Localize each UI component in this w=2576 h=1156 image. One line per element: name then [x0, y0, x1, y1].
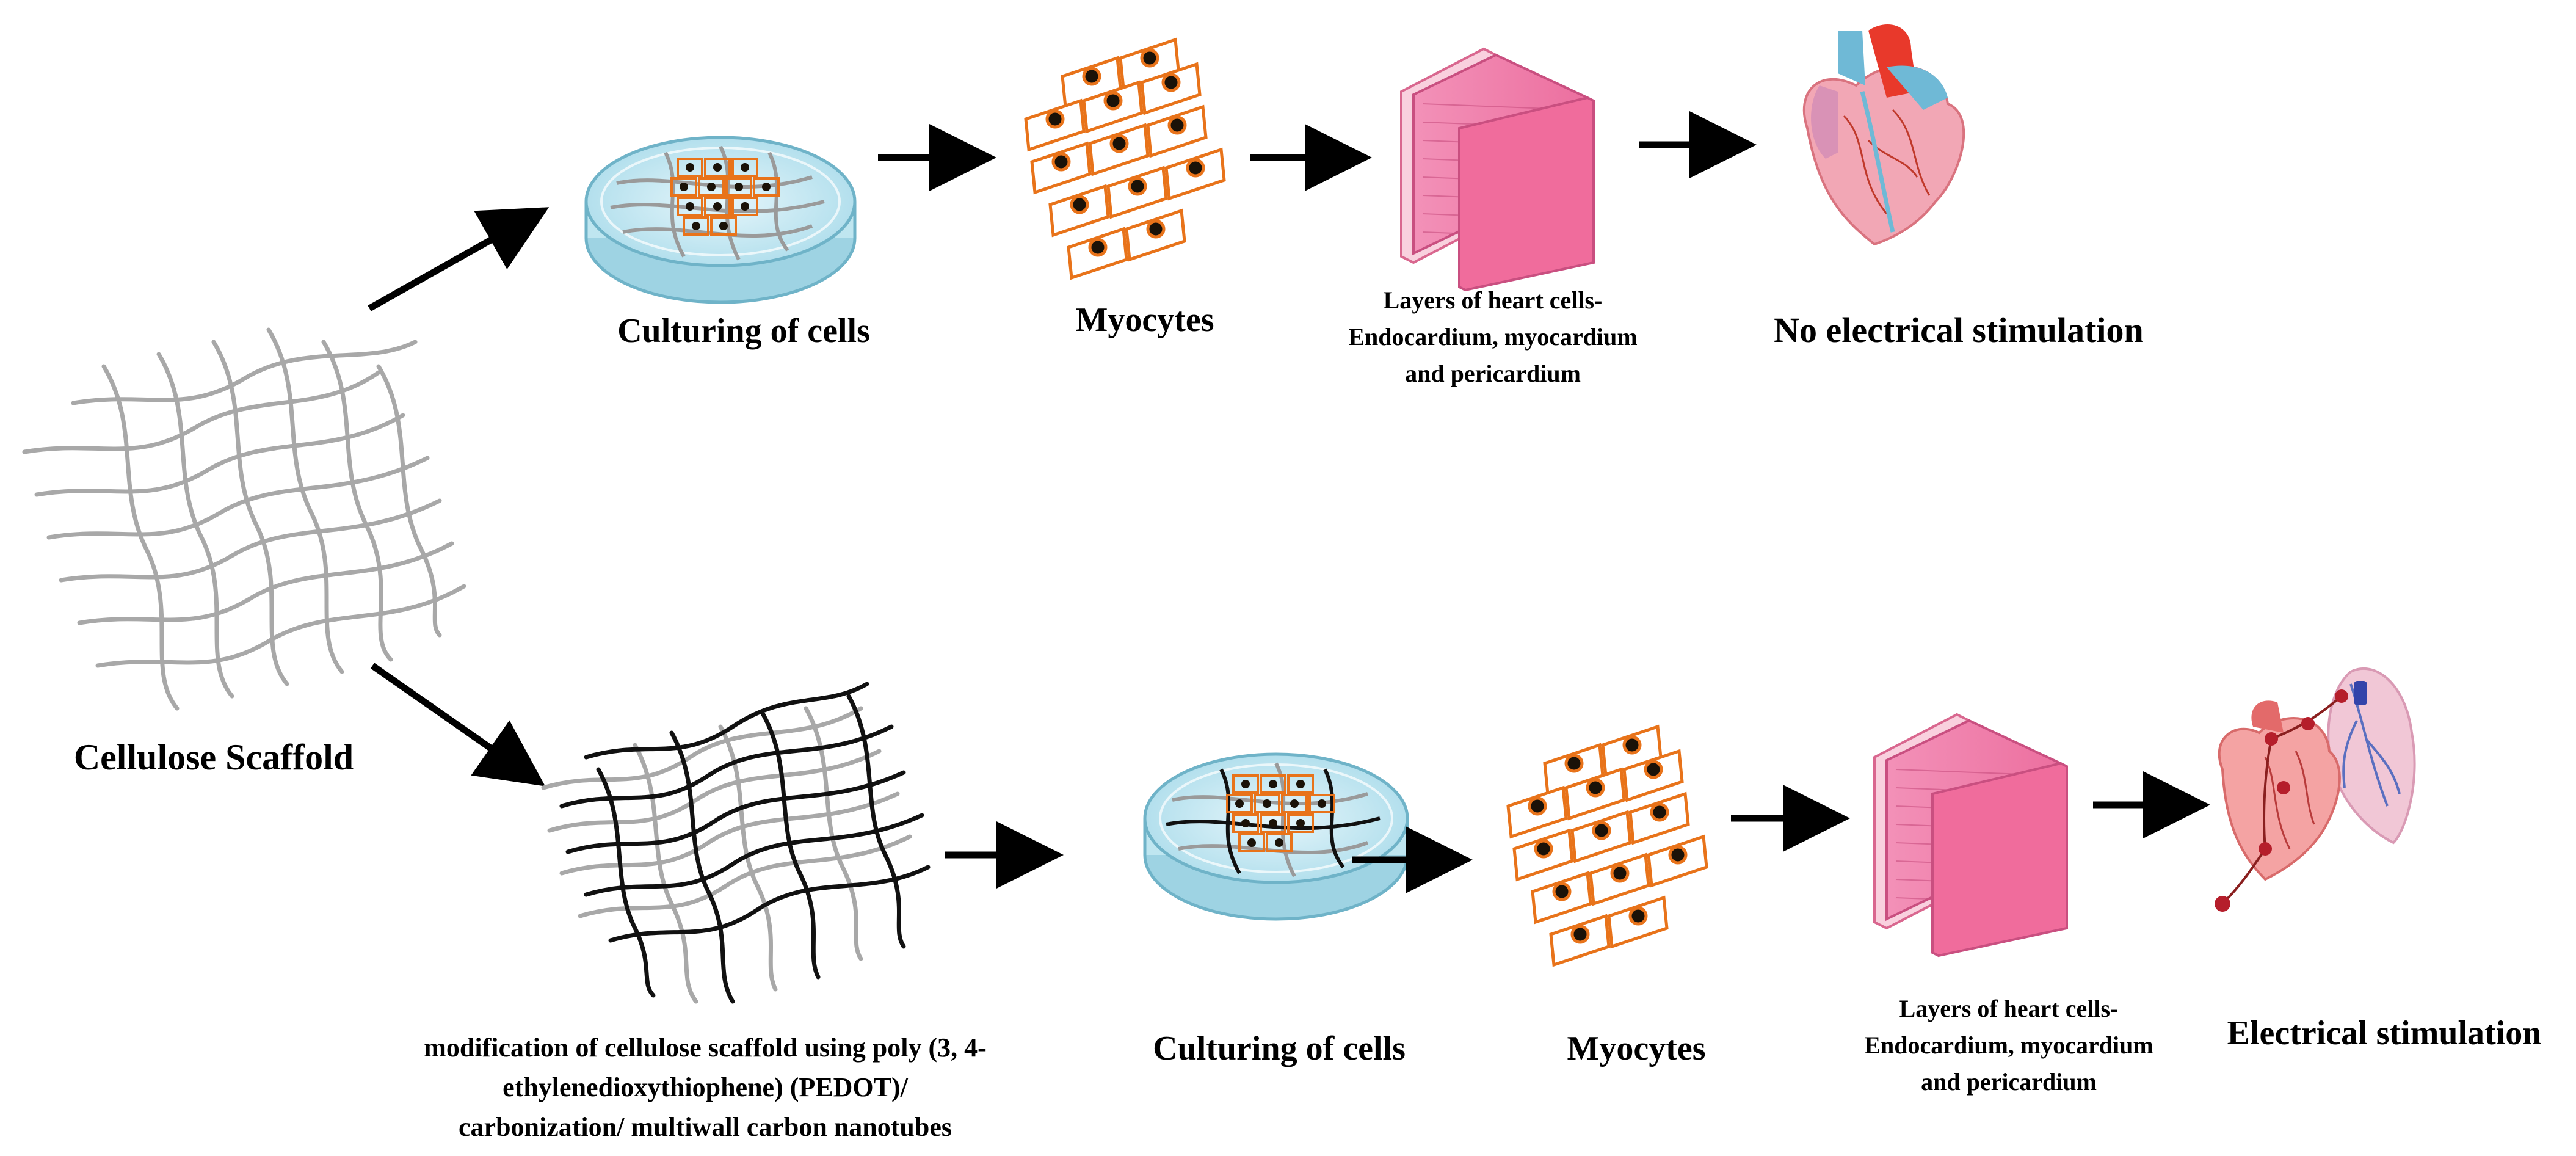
modification-label-line1: modification of cellulose scaffold using…: [424, 1033, 987, 1063]
heart-lung-stimulation-icon: [2215, 667, 2416, 912]
heart-icon: [1802, 24, 1965, 246]
bottom-layers-label-line2: Endocardium, myocardium: [1864, 1031, 2153, 1059]
arrow-to-top-branch: [368, 207, 550, 311]
modification-label-line2: ethylenedioxythiophene) (PEDOT)/: [503, 1072, 908, 1102]
bottom-layers-label-line1: Layers of heart cells-: [1899, 995, 2119, 1022]
myocyte-cells-icon: [1024, 37, 1226, 280]
coated-scaffold-mesh-icon: [541, 682, 931, 1004]
arrow-to-bottom-branch: [370, 663, 546, 787]
top-myocytes-label: Myocytes: [1075, 301, 1214, 339]
bottom-layers-label-line3: and pericardium: [1921, 1068, 2097, 1096]
bottom-outcome-label: Electrical stimulation: [2227, 1014, 2542, 1052]
cellulose-scaffold-mesh-icon: [22, 327, 466, 711]
top-culturing-label: Culturing of cells: [617, 312, 870, 350]
top-outcome-label: No electrical stimulation: [1774, 310, 2144, 350]
top-layers-label-line3: and pericardium: [1405, 360, 1581, 387]
top-layers-label-line2: Endocardium, myocardium: [1348, 323, 1637, 351]
bottom-myocytes-label: Myocytes: [1567, 1030, 1705, 1067]
top-layers-label-line1: Layers of heart cells-: [1384, 286, 1603, 314]
petri-dish-icon: [584, 136, 857, 304]
modification-label-line3: carbonization/ multiwall carbon nanotube…: [459, 1112, 952, 1142]
cellulose-scaffold-label: Cellulose Scaffold: [74, 737, 354, 777]
tissue-layers-icon: [1400, 47, 1595, 292]
myocyte-cells-icon-bottom: [1506, 724, 1708, 967]
petri-dish-icon-bottom: [1143, 752, 1409, 921]
tissue-layers-icon-bottom: [1873, 713, 2068, 958]
bottom-culturing-label: Culturing of cells: [1153, 1030, 1406, 1067]
